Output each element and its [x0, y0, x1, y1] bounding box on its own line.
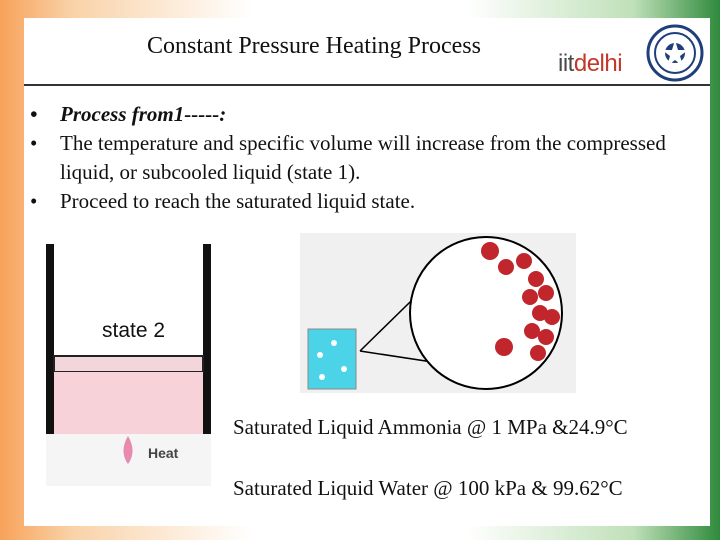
- bullet-item: •The temperature and specific volume wil…: [30, 131, 666, 184]
- title-rule: [24, 84, 710, 86]
- piston-cylinder-diagram: Heat: [46, 244, 211, 486]
- state-label: state 2: [102, 319, 166, 342]
- water-molecules-illustration: [300, 233, 576, 393]
- bullet-item: •Process from1-----:: [30, 102, 227, 126]
- iitd-logo: iitdelhi: [558, 50, 623, 77]
- iit-seal-icon: [646, 24, 704, 82]
- slide-title: Constant Pressure Heating Process: [147, 33, 481, 59]
- svg-text:Heat: Heat: [148, 445, 179, 461]
- bullet-item: •Proceed to reach the saturated liquid s…: [30, 189, 416, 213]
- caption-water: Saturated Liquid Water @ 100 kPa & 99.62…: [233, 476, 623, 500]
- bullet-list: •Process from1-----: •The temperature an…: [26, 100, 706, 216]
- caption-ammonia: Saturated Liquid Ammonia @ 1 MPa &24.9°C: [233, 415, 628, 439]
